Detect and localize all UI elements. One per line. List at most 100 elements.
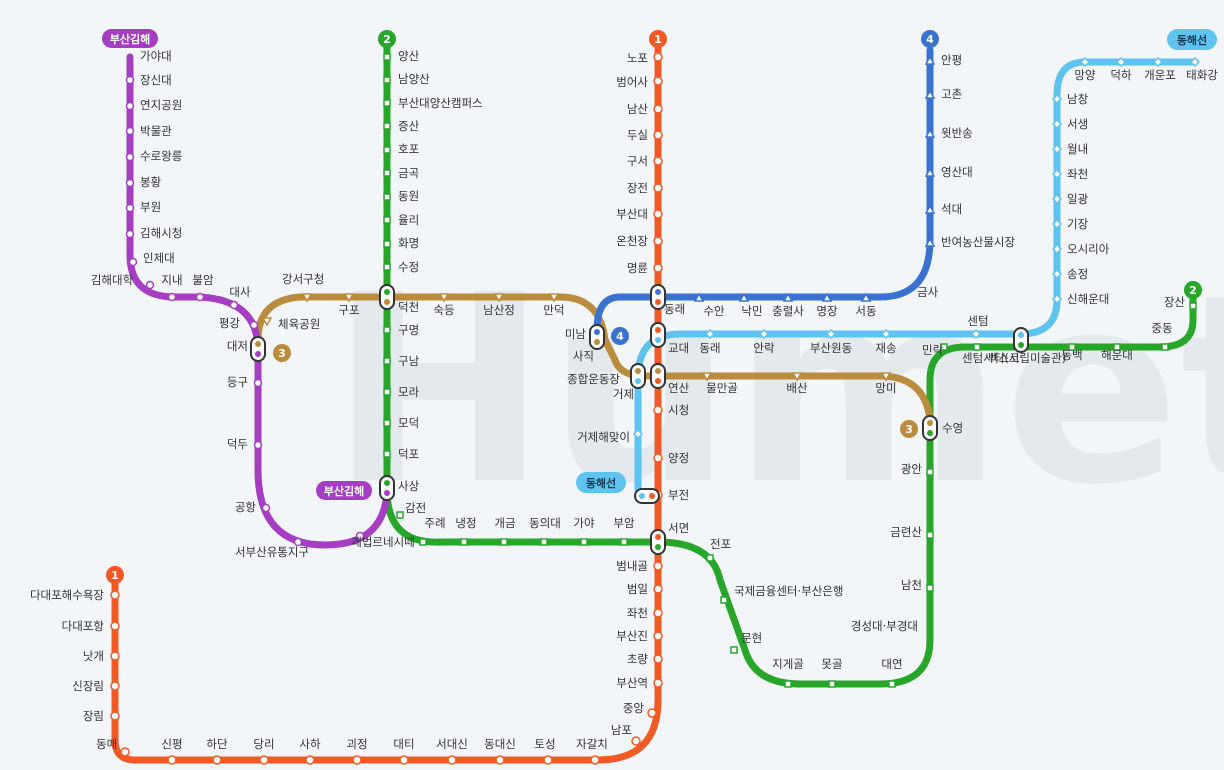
badge-dhl-top[interactable]: 동해선 <box>1167 29 1217 50</box>
station-label[interactable]: 민락 <box>922 343 944 357</box>
badge-dhl-bujeon[interactable]: 동해선 <box>576 472 626 493</box>
station-label[interactable]: 박물관 <box>140 124 172 138</box>
station-label[interactable]: 태화강 <box>1186 68 1218 82</box>
station-label[interactable]: 문현 <box>741 631 762 645</box>
station-label[interactable]: 부산대양산캠퍼스 <box>398 96 483 110</box>
station-label[interactable]: 구남 <box>398 354 420 368</box>
station-label[interactable]: 냉정 <box>455 516 476 530</box>
station-label[interactable]: 좌천 <box>627 606 648 620</box>
station-label[interactable]: 전포 <box>710 537 731 551</box>
transfer-suyeong[interactable] <box>922 415 938 441</box>
line2-path[interactable] <box>383 36 1197 688</box>
station-label[interactable]: 서부산유통지구 <box>235 545 309 559</box>
station-label[interactable]: 만덕 <box>543 303 564 317</box>
station-label[interactable]: 범내골 <box>616 559 648 573</box>
line4-path[interactable] <box>593 46 934 334</box>
station-label[interactable]: 온천장 <box>616 234 648 248</box>
station-label[interactable]: 종합운동장 <box>567 372 620 386</box>
station-label[interactable]: 금곡 <box>398 166 419 180</box>
station-label[interactable]: 양정 <box>668 451 689 465</box>
station-label[interactable]: 명장 <box>816 304 838 318</box>
station-label[interactable]: 영산대 <box>941 165 973 179</box>
badge-line2-top[interactable]: 2 <box>378 30 396 48</box>
transfer-bujeon[interactable] <box>634 488 660 504</box>
station-label[interactable]: 수정 <box>398 260 419 274</box>
station-label[interactable]: 덕포 <box>398 447 419 461</box>
station-label[interactable]: 범어사 <box>616 75 648 89</box>
station-label[interactable]: 모덕 <box>398 416 419 430</box>
station-label[interactable]: 안락 <box>753 341 775 355</box>
station-label[interactable]: 시청 <box>668 403 689 417</box>
station-label[interactable]: 괴정 <box>346 737 367 751</box>
station-label[interactable]: 명륜 <box>627 261 648 275</box>
station-label[interactable]: 평강 <box>219 316 241 330</box>
station-label[interactable]: 남산 <box>627 102 649 116</box>
transfer-seomyeon[interactable] <box>650 529 666 555</box>
station-label[interactable]: 부산진 <box>616 629 648 643</box>
station-label[interactable]: 등구 <box>227 375 248 389</box>
station-label[interactable]: 구포 <box>338 303 359 317</box>
station-label[interactable]: 범일 <box>627 582 648 596</box>
station-label[interactable]: 경성대·부경대 <box>851 619 918 633</box>
station-label[interactable]: 윗반송 <box>941 126 973 140</box>
badge-line3-right[interactable]: 3 <box>900 420 918 438</box>
station-label[interactable]: 장전 <box>627 181 648 195</box>
station-label[interactable]: 금련산 <box>890 525 922 539</box>
station-label[interactable]: 인제대 <box>143 251 175 265</box>
station-label[interactable]: 가야 <box>573 516 595 530</box>
station-label[interactable]: 신해운대 <box>1067 292 1109 306</box>
transfer-deokcheon[interactable] <box>379 284 395 310</box>
station-label[interactable]: 기장 <box>1067 217 1089 231</box>
station-label[interactable]: 석대 <box>941 202 962 216</box>
station-label[interactable]: 대연 <box>881 657 902 671</box>
station-label[interactable]: 부산역 <box>616 676 648 690</box>
station-label[interactable]: 괘법르네시떼 <box>351 535 414 549</box>
station-label[interactable]: 두실 <box>627 128 648 142</box>
station-label[interactable]: 동의대 <box>529 516 561 530</box>
station-label[interactable]: 오시리아 <box>1067 242 1110 256</box>
station-label[interactable]: 부원 <box>140 200 161 214</box>
station-label[interactable]: 대사 <box>229 285 251 299</box>
station-label[interactable]: 덕두 <box>227 437 248 451</box>
station-label[interactable]: 공항 <box>235 500 257 514</box>
station-label[interactable]: 낙민 <box>741 304 762 318</box>
station-label[interactable]: 구서 <box>627 154 648 168</box>
station-label[interactable]: 서동 <box>855 304 876 318</box>
station-label[interactable]: 재송 <box>875 341 896 355</box>
station-label[interactable]: 충렬사 <box>772 304 804 318</box>
station-label[interactable]: 동대신 <box>484 737 516 751</box>
station-label[interactable]: 호포 <box>398 142 419 156</box>
station-label[interactable]: 화명 <box>398 236 419 250</box>
station-label[interactable]: 부전 <box>668 488 689 502</box>
station-label[interactable]: 신장림 <box>72 679 104 693</box>
station-label[interactable]: 동백 <box>1061 348 1082 362</box>
station-label[interactable]: 장신대 <box>140 73 172 87</box>
station-label[interactable]: 숙등 <box>433 303 454 317</box>
station-label[interactable]: 교대 <box>668 341 689 355</box>
station-label[interactable]: 거제 <box>613 387 634 401</box>
station-label[interactable]: 망양 <box>1074 68 1096 82</box>
station-label[interactable]: 광안 <box>901 462 923 476</box>
station-label[interactable]: 월내 <box>1067 142 1088 156</box>
badge-line2-right[interactable]: 2 <box>1184 281 1202 299</box>
transfer-bexco[interactable] <box>1013 327 1029 353</box>
station-label[interactable]: 미남 <box>565 327 587 341</box>
station-label[interactable]: 증산 <box>398 119 420 133</box>
station-label[interactable]: 좌천 <box>1067 167 1088 181</box>
badge-line1-left[interactable]: 1 <box>106 566 124 584</box>
bgl-path[interactable] <box>126 53 391 549</box>
station-label[interactable]: 대저 <box>227 339 248 353</box>
station-label[interactable]: 강서구청 <box>282 272 324 286</box>
station-label[interactable]: 서대신 <box>436 737 468 751</box>
station-label[interactable]: 일광 <box>1067 192 1089 206</box>
station-label[interactable]: 신평 <box>161 737 182 751</box>
station-label[interactable]: 수로왕릉 <box>140 149 182 163</box>
station-label[interactable]: 연산 <box>668 381 690 395</box>
station-label[interactable]: 동래 <box>664 302 685 316</box>
station-label[interactable]: 봉황 <box>140 175 162 189</box>
station-label[interactable]: 남산정 <box>483 303 515 317</box>
station-label[interactable]: 다대포항 <box>62 619 105 633</box>
badge-line4-minam[interactable]: 4 <box>611 327 629 345</box>
station-label[interactable]: 김해시청 <box>140 226 182 240</box>
station-label[interactable]: 거제해맞이 <box>577 430 630 444</box>
